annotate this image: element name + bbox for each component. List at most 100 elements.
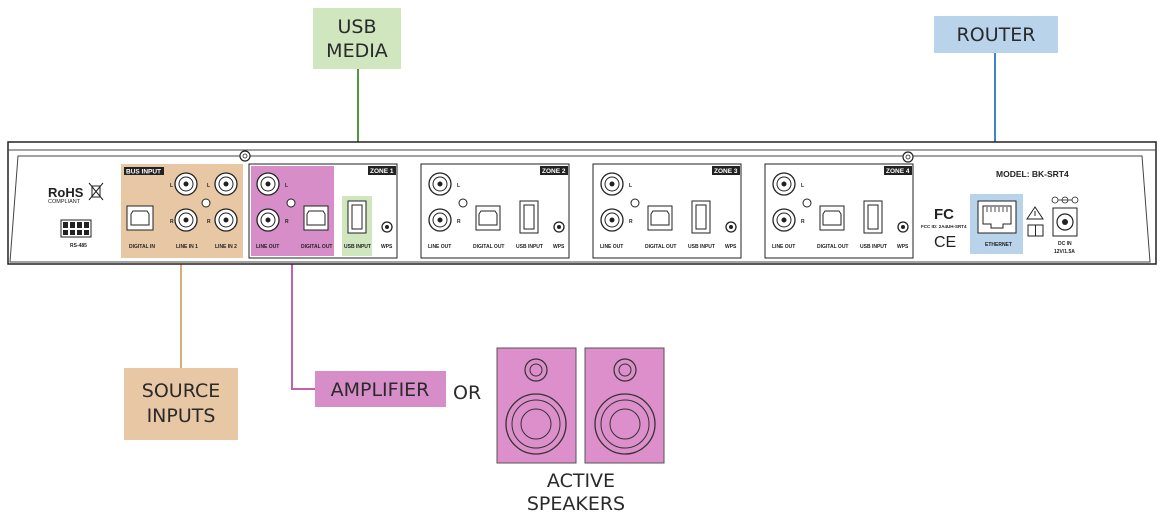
- zone-1-indicator: [286, 198, 296, 208]
- zone-3-indicator: [630, 198, 640, 208]
- rohs-logo: RoHS: [48, 185, 84, 200]
- line-in-2-left-mark: L: [207, 183, 210, 189]
- usb-media-callout-line2: MEDIA: [326, 40, 388, 62]
- zone-1-left-mark: L: [285, 183, 288, 189]
- zone-3-tag: ZONE 3: [714, 168, 738, 175]
- zone-3-rca-left[interactable]: [600, 172, 624, 196]
- zone-1-digital-out-label: DIGITAL OUT: [301, 244, 332, 250]
- zone-4-digital-out-label: DIGITAL OUT: [817, 244, 848, 250]
- zone-4-rca-right[interactable]: [772, 208, 796, 232]
- speaker-right-cabinet: [584, 347, 665, 464]
- zone-1-line-out-label: LINE OUT: [256, 244, 279, 250]
- amplifier-connector-line: [291, 258, 315, 390]
- line-in-2-rca-right[interactable]: [214, 208, 238, 232]
- zone-1-right-mark: R: [285, 219, 289, 225]
- line-in-1-left-mark: L: [170, 183, 173, 189]
- bus-input-indicator: [201, 198, 211, 208]
- weee-bin-icon: [88, 182, 104, 201]
- ethernet-label: ETHERNET: [985, 242, 1012, 248]
- line-in-2-right-mark: R: [207, 219, 211, 225]
- active-speakers-label-line2: SPEAKERS: [527, 493, 625, 515]
- zone-3-usb-port[interactable]: [691, 200, 711, 234]
- zone-2-usb-port[interactable]: [519, 200, 539, 234]
- amplifier-callout-label: AMPLIFIER: [331, 379, 430, 401]
- zone-4-wps-button[interactable]: [897, 221, 909, 233]
- dc-rating-label: 12V/1.5A: [1054, 249, 1075, 255]
- zone-1-usb-port[interactable]: [347, 200, 367, 234]
- zone-2-digital-out-port[interactable]: [475, 205, 501, 231]
- ce-mark: CE: [934, 234, 956, 251]
- amplifier-callout-box: [315, 371, 446, 407]
- bus-input-tag: [124, 167, 164, 175]
- zone-1-tag: ZONE 1: [370, 168, 394, 175]
- zone-2-line-out-label: LINE OUT: [428, 244, 451, 250]
- zone-3-line-out-label: LINE OUT: [600, 244, 623, 250]
- zone-1-panel: ZONE 1 L R: [248, 163, 398, 259]
- line-in-2-label: LINE IN 2: [215, 244, 237, 250]
- line-in-2-rca-left[interactable]: [214, 172, 238, 196]
- zone-1-rca-right[interactable]: [256, 208, 280, 232]
- fc-mark: FC: [934, 206, 954, 223]
- source-inputs-callout-line1: SOURCE: [142, 380, 220, 402]
- mount-screw-left-inner: [242, 153, 248, 159]
- zone-1-wps-button[interactable]: [381, 221, 393, 233]
- zone-3-wps-button[interactable]: [725, 221, 737, 233]
- zone-2-left-mark: L: [457, 183, 460, 189]
- bus-input-label: BUS INPUT: [126, 169, 161, 176]
- zone-4-panel: ZONE 4 L R: [764, 163, 914, 259]
- zone-3-panel: ZONE 3 L R: [592, 163, 742, 259]
- router-callout-label: ROUTER: [957, 24, 1036, 46]
- zone-4-tag-bg: [884, 166, 912, 175]
- zone-3-digital-out-label: DIGITAL OUT: [645, 244, 676, 250]
- zone-2-right-mark: R: [457, 219, 461, 225]
- zone-2-usb-input-label: USB INPUT: [516, 244, 543, 250]
- zone-3-right-mark: R: [629, 219, 633, 225]
- ethernet-port[interactable]: [977, 200, 1017, 234]
- line-in-1-label: LINE IN 1: [176, 244, 198, 250]
- zone-3-left-mark: L: [629, 183, 632, 189]
- zone-4-usb-port[interactable]: [863, 200, 883, 234]
- zone-2-rca-left[interactable]: [428, 172, 452, 196]
- rs485-label: RS-485: [70, 243, 87, 249]
- fcc-id-label: FCC ID: 2A4UH-SRT4: [921, 224, 967, 229]
- speaker-left-cabinet: [496, 347, 577, 464]
- zone-4-digital-out-port[interactable]: [819, 205, 845, 231]
- zone-1-rca-left[interactable]: [256, 172, 280, 196]
- zone-3-usb-input-label: USB INPUT: [688, 244, 715, 250]
- zone-4-line-out-label: LINE OUT: [772, 244, 795, 250]
- digital-in-optical-port[interactable]: [126, 205, 154, 231]
- zone-1-digital-out-port[interactable]: [303, 205, 329, 231]
- zone-2-wps-button[interactable]: [553, 221, 565, 233]
- zone-2-rca-right[interactable]: [428, 208, 452, 232]
- line-in-1-rca-right[interactable]: [174, 208, 198, 232]
- zone-3-rca-right[interactable]: [600, 208, 624, 232]
- zone-2-wps-label: WPS: [553, 244, 565, 250]
- active-speakers-label-line1: ACTIVE: [547, 470, 615, 492]
- zone-2-indicator: [458, 198, 468, 208]
- zone-4-usb-input-label: USB INPUT: [860, 244, 887, 250]
- dc-in-jack[interactable]: [1052, 207, 1078, 237]
- zone-3-digital-out-port[interactable]: [647, 205, 673, 231]
- zone-2-digital-out-label: DIGITAL OUT: [473, 244, 504, 250]
- line-in-1-rca-left[interactable]: [174, 172, 198, 196]
- usb-media-callout-box: [313, 8, 401, 69]
- zone-4-left-mark: L: [801, 183, 804, 189]
- zone-2-panel: ZONE 2 L R: [420, 163, 570, 259]
- or-text: OR: [453, 382, 481, 404]
- usb-media-callout-line1: USB: [337, 16, 376, 38]
- rs485-terminal-block[interactable]: [60, 219, 92, 238]
- rohs-compliant-text: COMPLIANT: [48, 199, 81, 205]
- zone-2-tag: ZONE 2: [542, 168, 566, 175]
- active-speaker-right: [584, 347, 665, 464]
- zone-4-tag: ZONE 4: [886, 168, 910, 175]
- zone-4-wps-label: WPS: [897, 244, 909, 250]
- zone-4-right-mark: R: [801, 219, 805, 225]
- router-callout-box: [934, 16, 1058, 53]
- zone-2-tag-bg: [540, 166, 568, 175]
- active-speaker-left: [496, 347, 577, 464]
- source-inputs-callout-box: [124, 368, 238, 440]
- zone-4-rca-left[interactable]: [772, 172, 796, 196]
- zone-1-wps-label: WPS: [381, 244, 393, 250]
- zone-1-usb-input-label: USB INPUT: [344, 244, 371, 250]
